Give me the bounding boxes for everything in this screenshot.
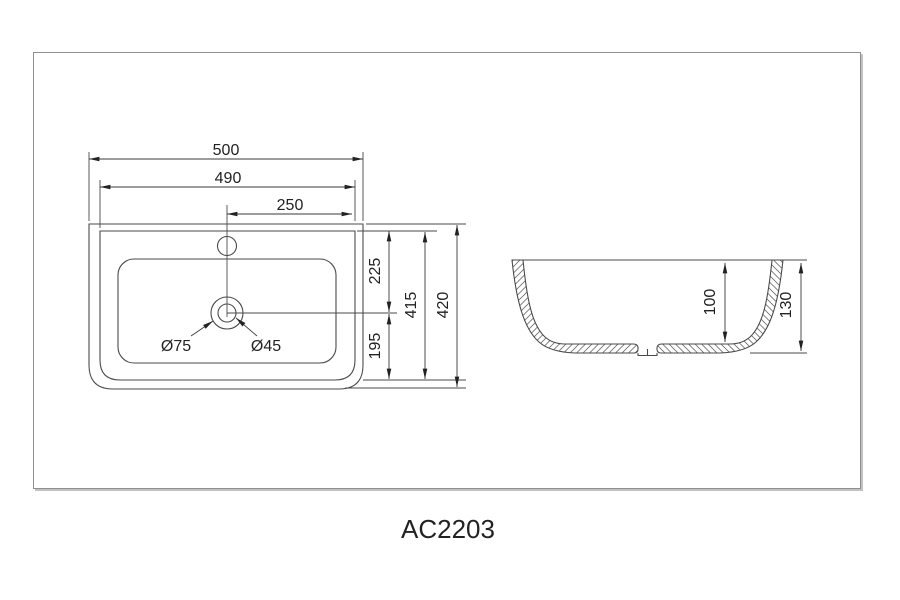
leader-drain-outer [190, 320, 214, 337]
dim-text-inner-depth: 100 [702, 289, 719, 316]
dim-text-drain-hole-diameter: Ø45 [251, 338, 281, 355]
section-drain-gap [637, 349, 658, 357]
extension-lines-top-view [88, 152, 466, 389]
dim-text-rim-width: 490 [215, 170, 242, 187]
model-label: AC2203 [401, 514, 495, 544]
dim-text-drain-to-bottom: 195 [367, 333, 384, 360]
dim-text-drain-outer-diameter: Ø75 [161, 338, 191, 355]
dim-text-rim-top-to-drain: 225 [367, 258, 384, 285]
dim-text-overall-depth: 420 [435, 292, 452, 319]
dim-text-overall-width: 500 [213, 142, 240, 159]
section-right-wall [656, 259, 784, 354]
dim-text-overall-height: 130 [778, 292, 795, 319]
side-view: 100 130 [511, 259, 807, 357]
leader-drain-inner [235, 317, 258, 337]
dim-text-rim-depth: 415 [403, 292, 420, 319]
dim-text-center-to-edge: 250 [277, 197, 304, 214]
top-view-outer-outline [88, 223, 364, 390]
top-view-rim-outline [99, 230, 356, 381]
section-left-wall [511, 259, 639, 354]
top-view: 500 490 250 225 195 415 420 Ø75 Ø45 [88, 142, 466, 390]
